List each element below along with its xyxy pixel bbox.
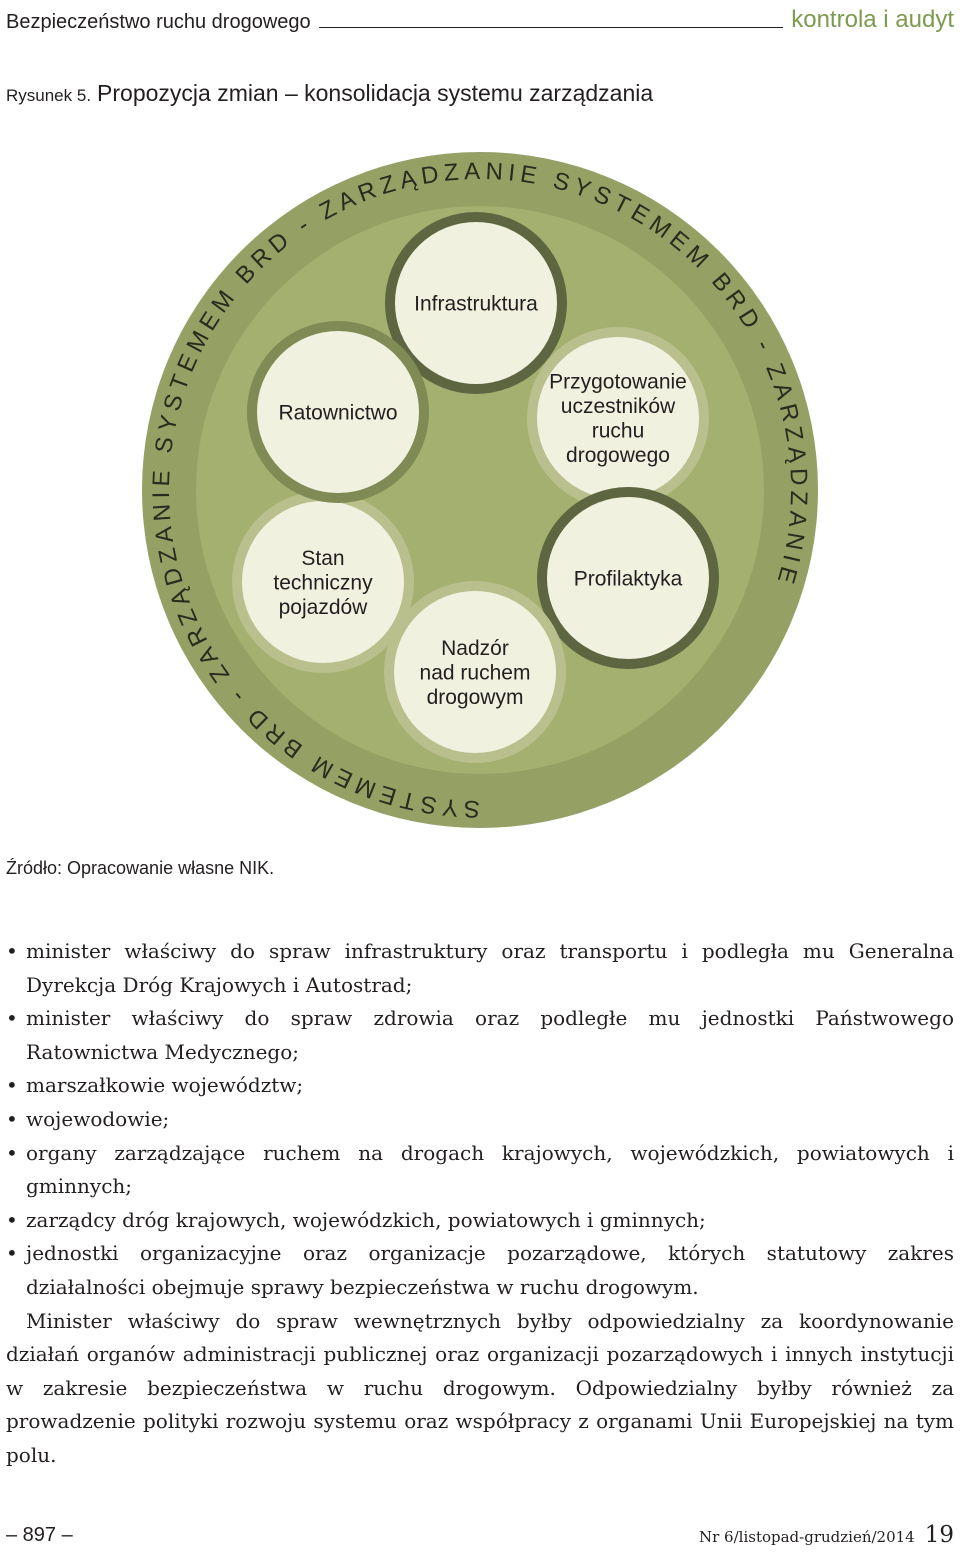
header-section-title: Bezpieczeństwo ruchu drogowego: [6, 11, 311, 33]
node-label: drogowym: [427, 686, 524, 709]
node-circle: [247, 321, 429, 503]
node-label: ruchu: [592, 420, 645, 443]
footer-issue: Nr 6/listopad-grudzień/2014: [698, 1528, 915, 1546]
responsibility-list: minister właściwy do spraw infrastruktur…: [6, 935, 954, 1305]
list-item: zarządcy dróg krajowych, wojewódzkich, p…: [6, 1204, 954, 1238]
body-text: minister właściwy do spraw infrastruktur…: [6, 935, 954, 1473]
figure-title: Propozycja zmian – konsolidacja systemu …: [97, 80, 654, 106]
node-label: Przygotowanie: [549, 371, 687, 394]
footer-page-number: – 897 –: [6, 1524, 73, 1546]
node-0: Infrastruktura: [385, 212, 567, 394]
figure-caption: Rysunek 5. Propozycja zmian – konsolidacj…: [6, 80, 653, 107]
management-system-diagram: SYSTEMEM BRD - ZARZĄDZANIE SYSTEMEM BRD …: [142, 152, 818, 828]
list-item: marszałkowie województw;: [6, 1069, 954, 1103]
page-footer: – 897 – Nr 6/listopad-grudzień/2014 19: [6, 1522, 954, 1552]
list-item: wojewodowie;: [6, 1103, 954, 1137]
node-2: Profilaktyka: [537, 487, 719, 669]
page-header: Bezpieczeństwo ruchu drogowego kontrola …: [6, 0, 954, 34]
node-label: pojazdów: [279, 596, 369, 619]
header-category: kontrola i audyt: [791, 6, 954, 33]
node-label: techniczny: [273, 571, 373, 594]
node-circle: [385, 212, 567, 394]
node-5: Ratownictwo: [247, 321, 429, 503]
figure-label: Rysunek 5.: [6, 86, 92, 105]
node-label: Ratownictwo: [278, 401, 397, 424]
header-rule: [318, 27, 784, 28]
node-circle: [537, 487, 719, 669]
figure-source: Źródło: Opracowanie własne NIK.: [6, 858, 275, 878]
list-item: jednostki organizacyjne oraz organizacje…: [6, 1237, 954, 1304]
node-label: drogowego: [566, 444, 670, 467]
node-label: Profilaktyka: [574, 567, 683, 590]
node-label: Nadzór: [441, 637, 509, 660]
node-label: Stan: [301, 547, 344, 570]
node-label: uczestników: [561, 395, 676, 418]
list-item: organy zarządzające ruchem na drogach kr…: [6, 1137, 954, 1204]
node-label: Infrastruktura: [414, 292, 538, 315]
node-label: nad ruchem: [420, 661, 531, 684]
footer-issue-info: Nr 6/listopad-grudzień/2014 19: [699, 1522, 954, 1548]
list-item: minister właściwy do spraw zdrowia oraz …: [6, 1002, 954, 1069]
node-circle: [384, 581, 566, 763]
nodes-layer: InfrastrukturaPrzygotowanieuczestnikówru…: [232, 212, 719, 763]
list-item: minister właściwy do spraw infrastruktur…: [6, 935, 954, 1002]
body-paragraph: Minister właściwy do spraw wewnętrznych …: [6, 1308, 954, 1467]
footer-journal-page: 19: [924, 1522, 954, 1548]
